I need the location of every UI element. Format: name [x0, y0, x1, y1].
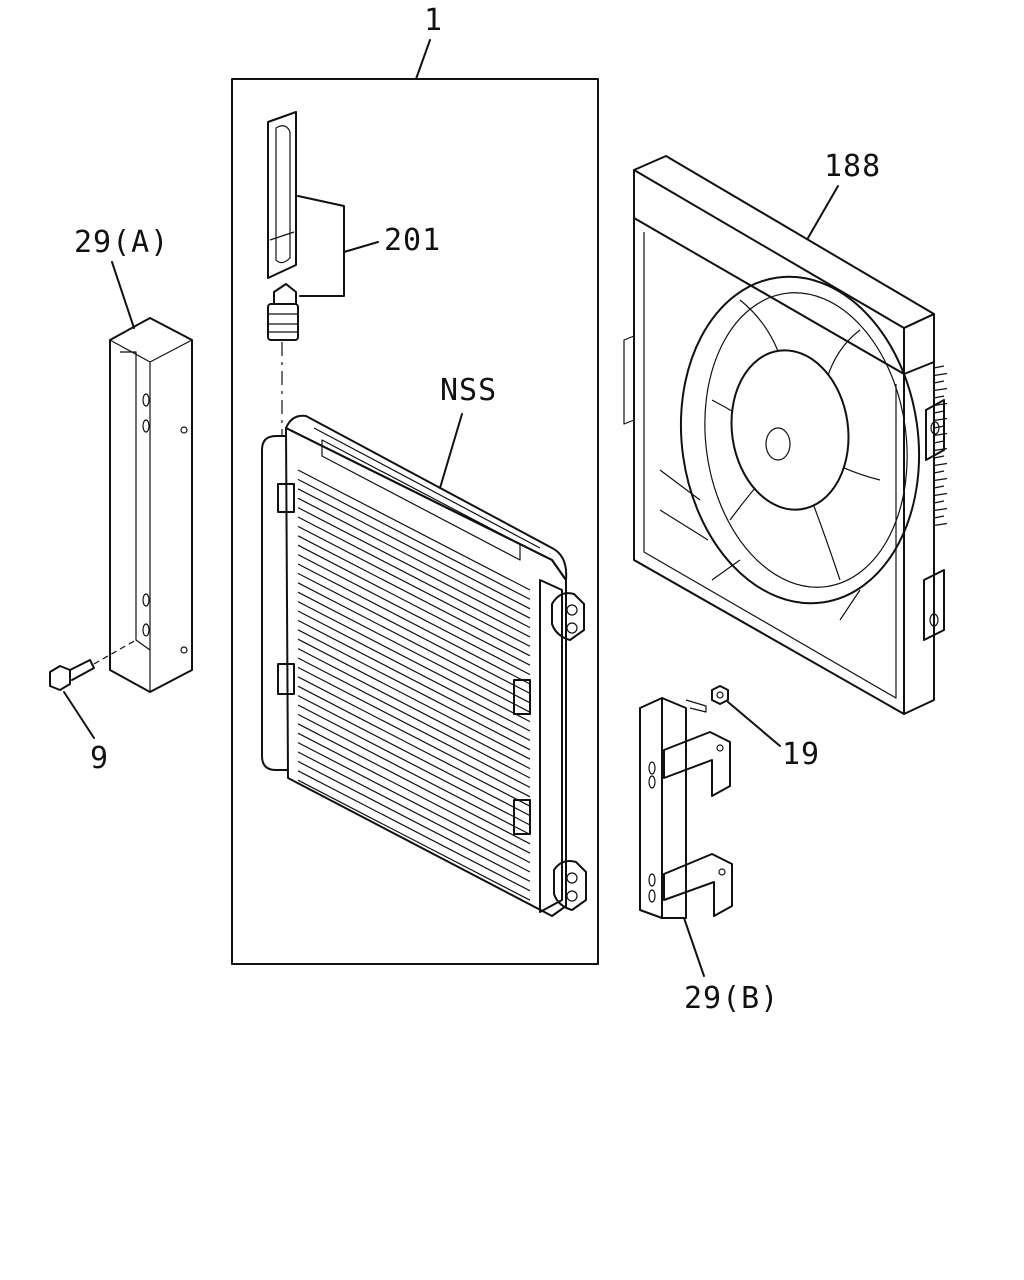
- callout-9[interactable]: 9: [90, 741, 109, 776]
- callout-29a[interactable]: 29(A): [74, 225, 169, 260]
- callout-188[interactable]: 188: [824, 149, 881, 184]
- condenser-fin: [297, 779, 531, 901]
- shroud-tooth: [933, 515, 945, 519]
- leader-29b: [683, 917, 705, 977]
- condenser-fin: [297, 760, 531, 882]
- leader-nss: [439, 413, 463, 489]
- condenser-fins: [297, 469, 531, 901]
- condenser-fin: [297, 685, 531, 807]
- condenser-fin: [297, 469, 531, 591]
- condenser-fin: [297, 507, 531, 629]
- bolt-9: 9: [49, 639, 137, 776]
- receiver-plug: [267, 283, 299, 341]
- shroud-tooth: [933, 372, 948, 377]
- callout-nss[interactable]: NSS: [440, 373, 497, 408]
- bracket-29a: 29(A): [74, 225, 193, 693]
- shroud-tooth: [933, 425, 945, 429]
- shroud-tooth: [933, 492, 948, 497]
- desiccant-bag: [267, 111, 297, 279]
- condenser-fin: [297, 713, 531, 835]
- shroud-tooth: [933, 447, 948, 452]
- condenser-fin: [297, 610, 531, 732]
- callout-29b[interactable]: 29(B): [684, 981, 779, 1016]
- condenser-fin: [297, 563, 531, 685]
- leader-assembly-1: [415, 39, 431, 80]
- condenser-fin: [297, 516, 531, 638]
- condenser-fin: [297, 742, 531, 864]
- shroud-tooth: [933, 500, 945, 504]
- condenser-fin: [297, 619, 531, 741]
- condenser-fin: [297, 666, 531, 788]
- leader-19: [727, 701, 781, 747]
- condenser-fin: [297, 704, 531, 826]
- condenser-assembly-group: 1 201: [231, 3, 599, 965]
- condenser-fin: [297, 657, 531, 779]
- shroud-tooth: [933, 365, 945, 369]
- condenser-fin: [297, 601, 531, 723]
- callout-1[interactable]: 1: [424, 3, 443, 38]
- shroud-tooth: [933, 507, 948, 512]
- condenser-fin: [297, 497, 531, 619]
- condenser-fin: [297, 638, 531, 760]
- condenser-fin: [297, 535, 531, 657]
- shroud-tooth: [933, 410, 945, 414]
- condenser-fin: [297, 751, 531, 873]
- leader-188: [807, 185, 839, 239]
- condenser-fin: [297, 591, 531, 713]
- shroud-tooth: [933, 417, 948, 422]
- condenser-fin: [297, 478, 531, 600]
- condenser-fin: [297, 723, 531, 845]
- leader-201: [297, 195, 345, 297]
- shroud-tooth: [933, 387, 948, 392]
- shroud-tooth: [933, 470, 945, 474]
- condenser-fin: [297, 695, 531, 817]
- shroud-tooth: [933, 462, 948, 467]
- leader-29a: [111, 261, 135, 329]
- condenser-fin: [297, 572, 531, 694]
- nut-19: 19: [711, 685, 820, 772]
- callout-201[interactable]: 201: [384, 223, 441, 258]
- condenser-fin: [297, 732, 531, 854]
- shroud-tooth: [933, 485, 945, 489]
- shroud-tooth: [933, 455, 945, 459]
- condenser-fin: [297, 648, 531, 770]
- condenser-fin: [297, 544, 531, 666]
- condenser-fin: [297, 525, 531, 647]
- shroud-tooth: [933, 522, 948, 527]
- condenser-fin: [297, 582, 531, 704]
- shroud-tooth: [933, 477, 948, 482]
- leader-9: [63, 691, 95, 739]
- bracket-29b: 29(B): [639, 697, 779, 1016]
- condenser-fin: [297, 488, 531, 610]
- condenser-fin: [297, 554, 531, 676]
- shroud-tooth: [933, 380, 945, 384]
- condenser-fin: [297, 770, 531, 892]
- fan-shroud-188: 188: [623, 149, 948, 715]
- callout-19[interactable]: 19: [782, 737, 820, 772]
- shroud-tooth: [933, 402, 948, 407]
- shroud-tooth: [933, 432, 948, 437]
- condenser-fin: [297, 676, 531, 798]
- shroud-tooth: [933, 440, 945, 444]
- shroud-teeth: [933, 365, 948, 527]
- condenser-core: [261, 414, 587, 917]
- shroud-tooth: [933, 395, 945, 399]
- condenser-fin: [297, 629, 531, 751]
